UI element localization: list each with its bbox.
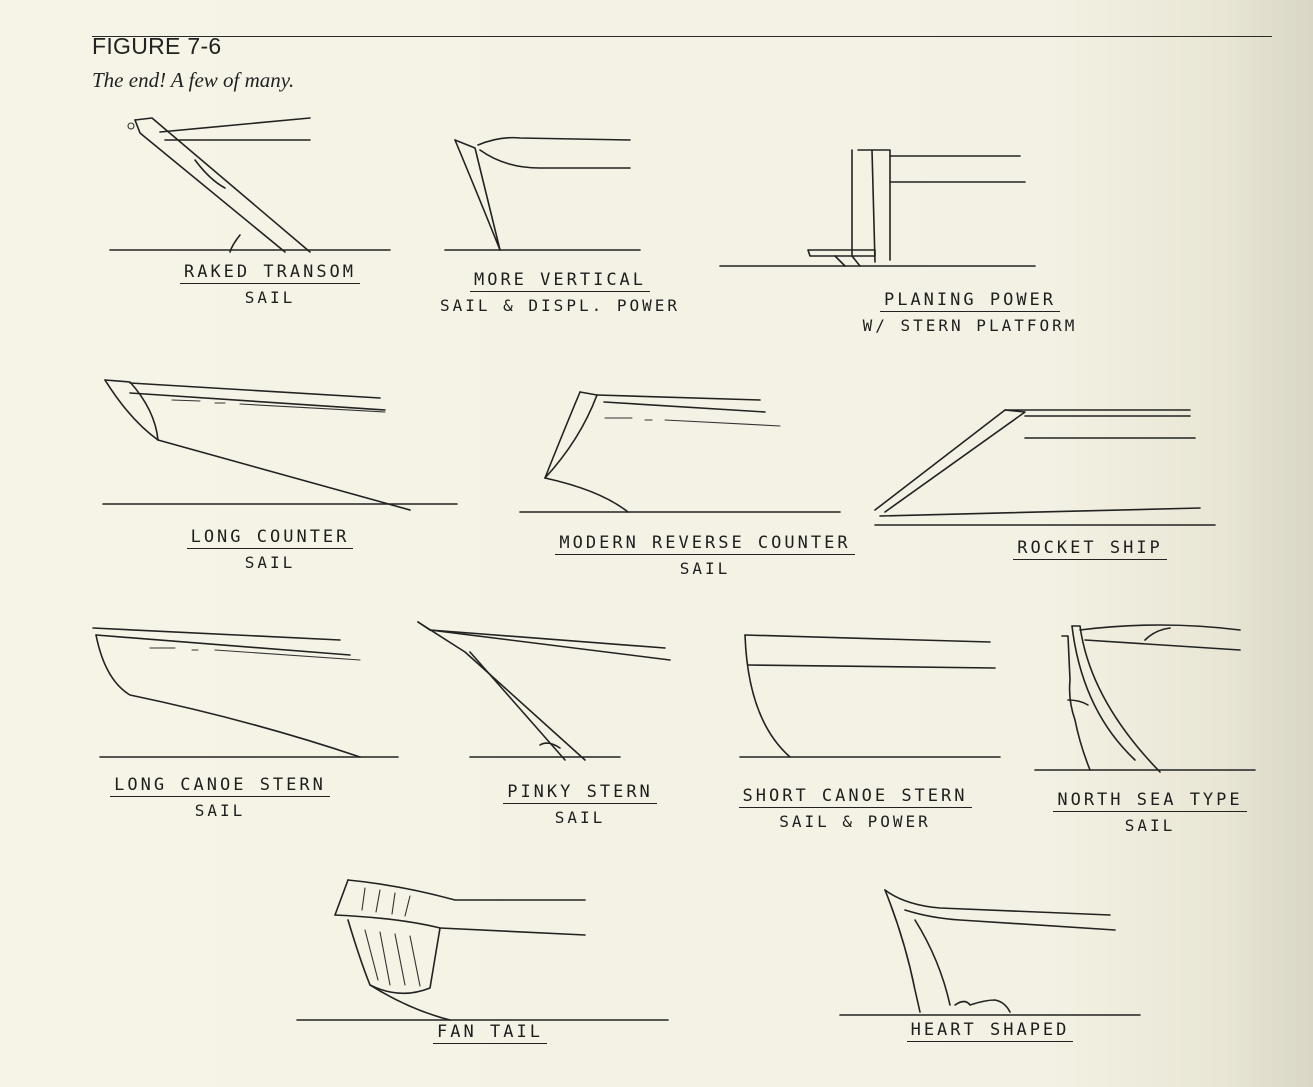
label-pinky-stern: PINKY STERN SAIL <box>470 782 690 827</box>
stern-name: SHORT CANOE STERN <box>738 786 972 808</box>
label-rocket-ship: ROCKET SHIP <box>980 538 1200 560</box>
label-heart-shaped: HEART SHAPED <box>870 1020 1110 1042</box>
stern-use: SAIL <box>244 288 296 307</box>
stern-use: SAIL & POWER <box>779 812 931 831</box>
figure-caption: The end! A few of many. <box>92 68 295 92</box>
stern-use: SAIL <box>554 808 606 827</box>
stern-name: RAKED TRANSOM <box>179 262 361 284</box>
rocket-ship-drawing <box>874 409 1216 526</box>
stern-name: ROCKET SHIP <box>1013 538 1167 560</box>
raked-transom-drawing <box>109 117 391 253</box>
label-planing-power: PLANING POWER W/ STERN PLATFORM <box>810 290 1130 335</box>
stern-use: W/ STERN PLATFORM <box>862 316 1078 335</box>
modern-reverse-counter-drawing <box>519 391 841 513</box>
stern-name: NORTH SEA TYPE <box>1053 790 1247 812</box>
stern-name: PINKY STERN <box>503 782 657 804</box>
stern-use: SAIL & DISPL. POWER <box>439 296 681 315</box>
label-north-sea-type: NORTH SEA TYPE SAIL <box>1040 790 1260 835</box>
label-more-vertical: MORE VERTICAL SAIL & DISPL. POWER <box>420 270 700 315</box>
north-sea-type-drawing <box>1034 624 1256 773</box>
short-canoe-stern-drawing <box>739 634 1001 758</box>
stern-use: SAIL <box>679 559 731 578</box>
stern-name: LONG COUNTER <box>186 527 354 549</box>
stern-name: PLANING POWER <box>879 290 1061 312</box>
label-fan-tail: FAN TAIL <box>380 1022 600 1044</box>
long-canoe-stern-drawing <box>92 627 399 758</box>
label-raked-transom: RAKED TRANSOM SAIL <box>150 262 390 307</box>
stern-use: SAIL <box>1124 816 1176 835</box>
header-rule <box>92 36 1272 37</box>
stern-name: MODERN REVERSE COUNTER <box>555 533 855 555</box>
long-counter-drawing <box>102 379 458 511</box>
label-long-counter: LONG COUNTER SAIL <box>150 527 390 572</box>
fan-tail-drawing <box>296 879 669 1021</box>
label-short-canoe-stern: SHORT CANOE STERN SAIL & POWER <box>715 786 995 831</box>
pinky-stern-drawing <box>417 621 671 761</box>
figure-number: FIGURE 7-6 <box>92 33 222 59</box>
stern-name: FAN TAIL <box>433 1022 547 1044</box>
heart-shaped-drawing <box>839 889 1141 1016</box>
label-modern-reverse-counter: MODERN REVERSE COUNTER SAIL <box>500 533 910 578</box>
stern-use: SAIL <box>244 553 296 572</box>
stern-name: HEART SHAPED <box>906 1020 1074 1042</box>
label-long-canoe-stern: LONG CANOE STERN SAIL <box>80 775 360 820</box>
planing-power-drawing <box>719 149 1036 267</box>
stern-name: LONG CANOE STERN <box>110 775 330 797</box>
stern-name: MORE VERTICAL <box>469 270 651 292</box>
more-vertical-drawing <box>444 136 641 251</box>
stern-use: SAIL <box>194 801 246 820</box>
